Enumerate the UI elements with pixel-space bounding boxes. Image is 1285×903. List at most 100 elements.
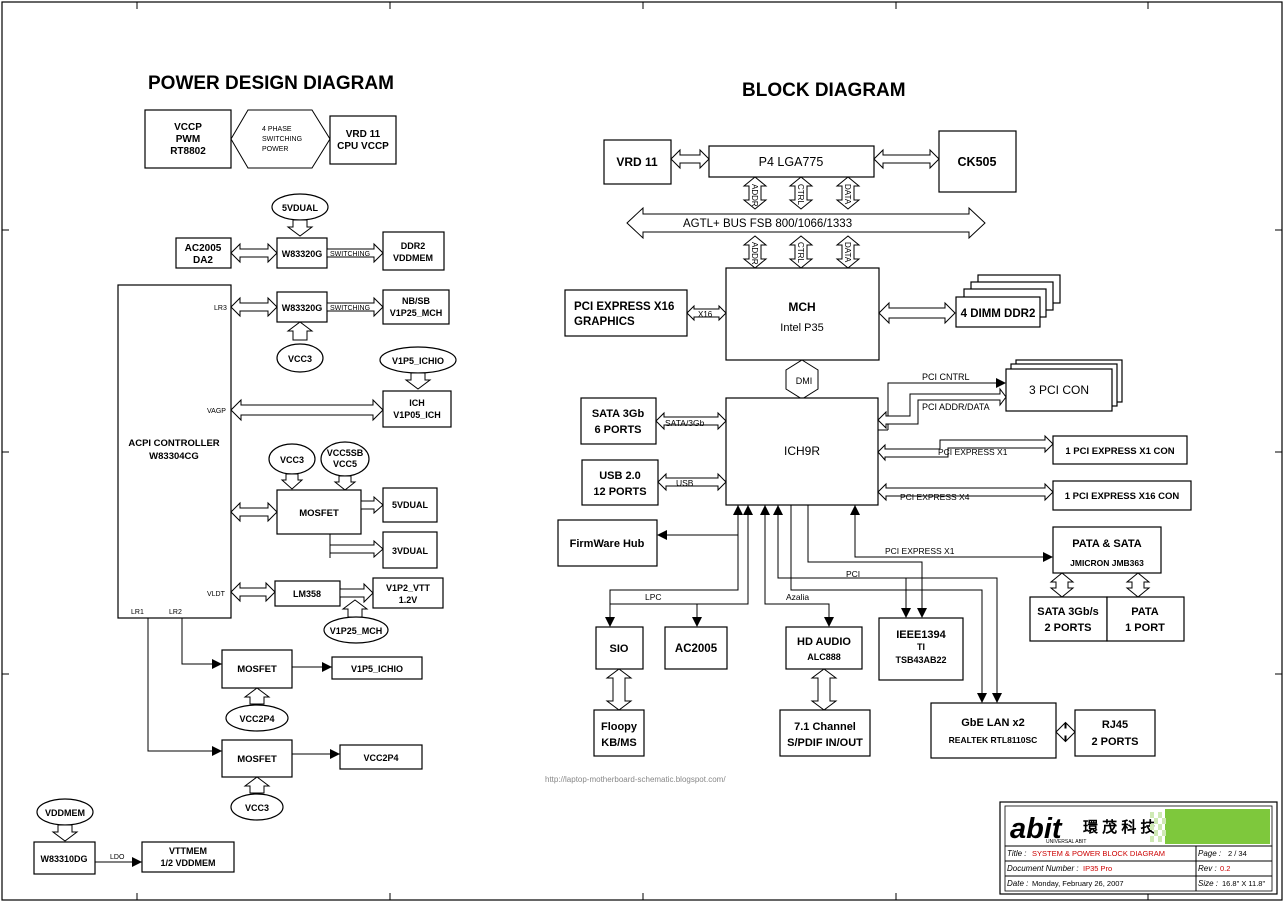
mosfet-a-label: MOSFET [299, 508, 339, 519]
azalia-label: Azalia [786, 592, 809, 602]
sio-box [595, 626, 644, 670]
sata-box [580, 397, 657, 445]
pci-con-label: 3 PCI CON [1029, 383, 1089, 397]
vrd11-box [603, 139, 672, 185]
usb-line1: USB 2.0 [599, 470, 641, 482]
vcc3-oval-a-label: VCC3 [288, 354, 312, 364]
down-arrow [404, 372, 432, 390]
floppy-line2: KB/MS [601, 737, 636, 749]
four-phase-line3: POWER [262, 146, 288, 153]
four-phase-line2: SWITCHING [262, 136, 302, 143]
double-arrow [230, 242, 278, 264]
vcc3-oval-b-label: VCC3 [280, 455, 304, 465]
double-arrow [605, 668, 633, 711]
pcie-x16-con-label: 1 PCI EXPRESS X16 CON [1065, 491, 1180, 502]
pci-bus-line [777, 505, 998, 693]
arrowhead [322, 662, 332, 672]
ck505-label: CK505 [958, 155, 997, 169]
sata-line1: SATA 3Gb [592, 408, 645, 420]
size-value: 16.8" X 11.8" [1222, 879, 1265, 888]
mosfet-c-box [221, 739, 293, 778]
hd-audio-line2: ALC888 [807, 652, 841, 662]
rev-value: 0.2 [1220, 864, 1230, 873]
mch-box [725, 267, 880, 361]
pcie-x16-con-box [1052, 480, 1192, 511]
vcc3-oval-a [276, 343, 324, 373]
right-arrow [339, 582, 374, 604]
fsb-bus-arrow [626, 206, 986, 240]
ich-box [382, 390, 452, 428]
mch-label: MCH [788, 300, 815, 314]
ck505-box [938, 130, 1017, 193]
out-5vdual-box [382, 487, 438, 523]
double-arrow [1049, 572, 1075, 598]
data-label-top: DATA [843, 184, 852, 205]
block-title: BLOCK DIAGRAM [742, 80, 906, 101]
vcc2p4-box [339, 744, 423, 770]
pata-sata-box [1052, 526, 1162, 574]
floppy-box [593, 709, 645, 757]
acpi-label-line2: W83304CG [149, 451, 199, 462]
sata-link-label: SATA/3Gb [665, 418, 705, 428]
sio-label: SIO [610, 643, 629, 655]
pcie-x1-con-box [1052, 435, 1188, 465]
docnum-label: Document Number : [1007, 864, 1079, 873]
date-label: Date : [1007, 879, 1028, 888]
ldo-label: LDO [110, 854, 125, 861]
vagp-label: VAGP [207, 408, 226, 415]
addr-label-bottom: ADDR [750, 242, 759, 265]
dimm-box [955, 296, 1041, 328]
pci-con-box [1005, 368, 1113, 412]
v1p25-oval-label: V1P25_MCH [330, 626, 383, 636]
hd-audio-line1: HD AUDIO [797, 636, 851, 648]
ieee1394-box [878, 617, 964, 681]
pcie-x1-label: PCI EXPRESS X1 [938, 447, 1008, 457]
w83320g-a-label: W83320G [282, 249, 323, 259]
pixel-cell [1150, 836, 1154, 842]
vttmem-line2: 1/2 VDDMEM [160, 858, 215, 868]
v1p25-oval [323, 616, 389, 644]
ieee1394-line3: TSB43AB22 [895, 655, 946, 665]
right-arrow [329, 539, 384, 559]
fwh-line [667, 505, 739, 536]
lpc-line [609, 505, 749, 617]
v1p5-ichio-box [331, 656, 423, 680]
up-arrow [286, 321, 314, 341]
vccp-label: VCCP [174, 122, 202, 133]
vcc2p4-oval [225, 704, 289, 732]
pci-bus-line [807, 505, 923, 608]
pata-line [854, 505, 1043, 558]
vccp-pwm-box [144, 109, 232, 169]
channel-line1: 7.1 Channel [794, 721, 856, 733]
sata-ports-line2: 2 PORTS [1044, 622, 1091, 634]
arrowhead [692, 617, 702, 627]
sata-line2: 6 PORTS [594, 424, 641, 436]
rj45-box [1074, 709, 1156, 757]
w83320g-b-box [276, 291, 328, 323]
arrowhead [212, 659, 222, 669]
addr-arrow-top [742, 176, 768, 210]
pci-bus-line [790, 505, 983, 693]
pixel-cell [1162, 830, 1166, 836]
fivevdual-oval-label: 5VDUAL [282, 203, 319, 213]
page-value: 2 / 34 [1228, 849, 1247, 858]
docnum-value: IP35 Pro [1083, 864, 1112, 873]
arrowhead [850, 505, 860, 515]
double-arrow [810, 668, 838, 711]
vcc5sb-line2: VCC5 [333, 459, 357, 469]
down-arrow [280, 473, 304, 490]
connector-line [609, 535, 739, 604]
abit-logo-sub: UNIVERSAL ABIT [1046, 839, 1086, 845]
out-3vdual-label: 3VDUAL [392, 546, 429, 556]
pcie-x1-con-label: 1 PCI EXPRESS X1 CON [1065, 446, 1174, 457]
vttmem-box [141, 841, 235, 873]
v1p5-ichio-box-label: V1P5_ICHIO [351, 664, 403, 674]
connector-line [181, 618, 222, 665]
arrowhead [760, 505, 770, 515]
up-arrow [243, 687, 271, 705]
pixel-cell [1150, 824, 1154, 830]
double-arrow [230, 501, 278, 523]
pata-port-line1: PATA [1131, 606, 1159, 618]
pcie-gfx-line2: GRAPHICS [574, 316, 635, 328]
